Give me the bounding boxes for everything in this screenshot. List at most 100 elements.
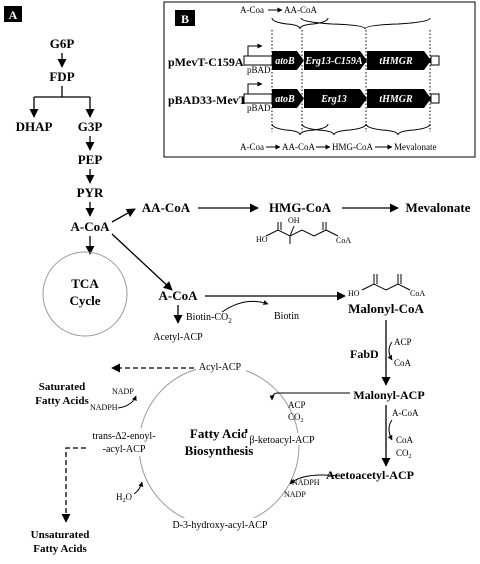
enoyl-label-1: trans-Δ2-enoyl- <box>92 431 155 442</box>
pbad2-label: pBAD <box>247 103 271 113</box>
promoter2-arrow <box>247 81 263 98</box>
mevalonate-label: Mevalonate <box>406 200 471 215</box>
gene-thmgr-1 <box>367 51 431 70</box>
unsaturated-2: Fatty Acids <box>33 543 87 555</box>
inset-bot-acoa: A-Coa <box>240 142 264 152</box>
arrow-acoa-acoa2 <box>111 233 173 291</box>
malonylacp-into-cycle <box>269 392 350 401</box>
inset-bot-hmgcoa: HMG-CoA <box>332 142 374 152</box>
backbone2-left <box>243 93 273 104</box>
backbone1-right <box>430 55 440 66</box>
nadp-left: NADP <box>112 387 134 396</box>
fa-title-1: Fatty Acid <box>190 426 249 441</box>
plasmid1-label: pMevT-C159A <box>168 55 244 69</box>
g6p-label: G6P <box>50 36 75 51</box>
malonyl-coa-structure <box>361 274 411 291</box>
enoyl-label-2: -acyl-ACP <box>103 444 146 455</box>
acoa3-label: A-CoA <box>392 408 419 418</box>
hydroxy-bg <box>150 518 290 530</box>
h2o-curve <box>133 481 144 495</box>
gene-thmgr-2 <box>367 89 431 108</box>
erg13-label: Erg13 <box>320 94 347 105</box>
gene-atob-2 <box>272 89 304 108</box>
gene-erg13 <box>304 89 367 108</box>
fabd-acp: ACP <box>394 337 412 347</box>
acoa-label: A-CoA <box>71 219 111 234</box>
hmgcoa-label: HMG-CoA <box>269 200 332 215</box>
tca-label-2: Cycle <box>69 293 100 308</box>
gene-atob-1 <box>272 51 304 70</box>
acoa2-label: A-CoA <box>159 288 199 303</box>
saturated-2: Fatty Acids <box>35 395 89 407</box>
arrow-to-unsaturated <box>61 447 86 523</box>
biotin-label: Biotin <box>274 311 299 322</box>
hmg-coa-structure <box>265 222 339 244</box>
panel-a-label: A <box>9 8 18 22</box>
brace-top-2 <box>300 17 431 30</box>
erg13-mut-label: Erg13-C159A <box>304 56 363 67</box>
fabd-coa: CoA <box>394 358 412 368</box>
acyl-acp-label: Acyl-ACP <box>199 362 242 373</box>
tca-circle <box>42 251 128 337</box>
saturated-1: Saturated <box>39 381 85 393</box>
promoter1-arrow <box>247 43 263 60</box>
pyr-label: PYR <box>77 185 104 200</box>
fdp-label: FDP <box>49 69 74 84</box>
nadp-right: NADP <box>284 490 306 499</box>
acp-in-label: ACP <box>288 400 306 410</box>
arrow-acoa-aacoa <box>111 208 136 223</box>
hmg-ho: HO <box>256 235 268 244</box>
pbad1-label: pBAD <box>247 65 271 75</box>
malonyl-ho: HO <box>348 289 360 298</box>
unsaturated-1: Unsaturated <box>31 529 90 541</box>
fabd-label: FabD <box>350 347 379 361</box>
enoyl-bg <box>86 428 164 456</box>
hmg-oh: OH <box>288 216 300 225</box>
biotin-co2-label: Biotin-CO2 <box>186 312 232 325</box>
tca-label-1: TCA <box>71 276 99 291</box>
panel-b-box <box>175 10 195 26</box>
panel-b-label: B <box>181 12 189 26</box>
atob1-label: atoB <box>275 56 295 67</box>
hydroxy-label: D-3-hydroxy-acyl-ACP <box>173 520 268 531</box>
inset-top-aacoa: AA-CoA <box>284 5 317 15</box>
coa2-label: CoA <box>396 435 414 445</box>
panel-a-box <box>4 6 22 22</box>
gene-erg13-mut <box>304 51 367 70</box>
malonyl-struct-coa: CoA <box>410 289 425 298</box>
nadph-right: NADPH <box>292 478 320 487</box>
inset-bot-mevalonate: Mevalonate <box>394 142 436 152</box>
fa-title-2: Biosynthesis <box>185 443 254 458</box>
acoa3-curve <box>387 419 393 441</box>
g3p-label: G3P <box>78 119 103 134</box>
thmgr1-label: tHMGR <box>379 56 413 67</box>
co2-right-label: CO2 <box>396 448 412 460</box>
thmgr2-label: tHMGR <box>379 94 413 105</box>
inset-box <box>163 1 476 158</box>
nadph-left: NADPH <box>90 403 118 412</box>
acetoacetyl-into-cycle <box>289 474 341 485</box>
fabd-curve <box>387 341 393 361</box>
malonyl-coa-label: Malonyl-CoA <box>348 301 424 316</box>
atob2-label: atoB <box>275 94 295 105</box>
ketoacyl-label: β-ketoacyl-ACP <box>249 435 315 446</box>
brace-bot-3 <box>365 123 431 136</box>
malonyl-acp-label: Malonyl-ACP <box>353 388 424 402</box>
acyl-acp-bg <box>196 360 246 372</box>
hmg-coa: CoA <box>336 236 351 245</box>
pep-label: PEP <box>78 152 103 167</box>
inset-bot-aacoa: AA-CoA <box>282 142 315 152</box>
plasmid2-label: pBAD33-MevT <box>168 93 247 107</box>
brace-bot-1 <box>271 123 329 136</box>
co2-in-label: CO2 <box>288 412 304 424</box>
branch-fdp <box>34 86 90 98</box>
biotin-curve <box>221 300 269 313</box>
backbone1-left <box>243 55 273 66</box>
inset-top-acoa: A-Coa <box>240 5 264 15</box>
ketoacyl-bg <box>246 433 318 445</box>
brace-bot-2 <box>301 123 367 136</box>
nadph-curve <box>117 395 137 409</box>
h2o-label: H2O <box>116 492 133 504</box>
